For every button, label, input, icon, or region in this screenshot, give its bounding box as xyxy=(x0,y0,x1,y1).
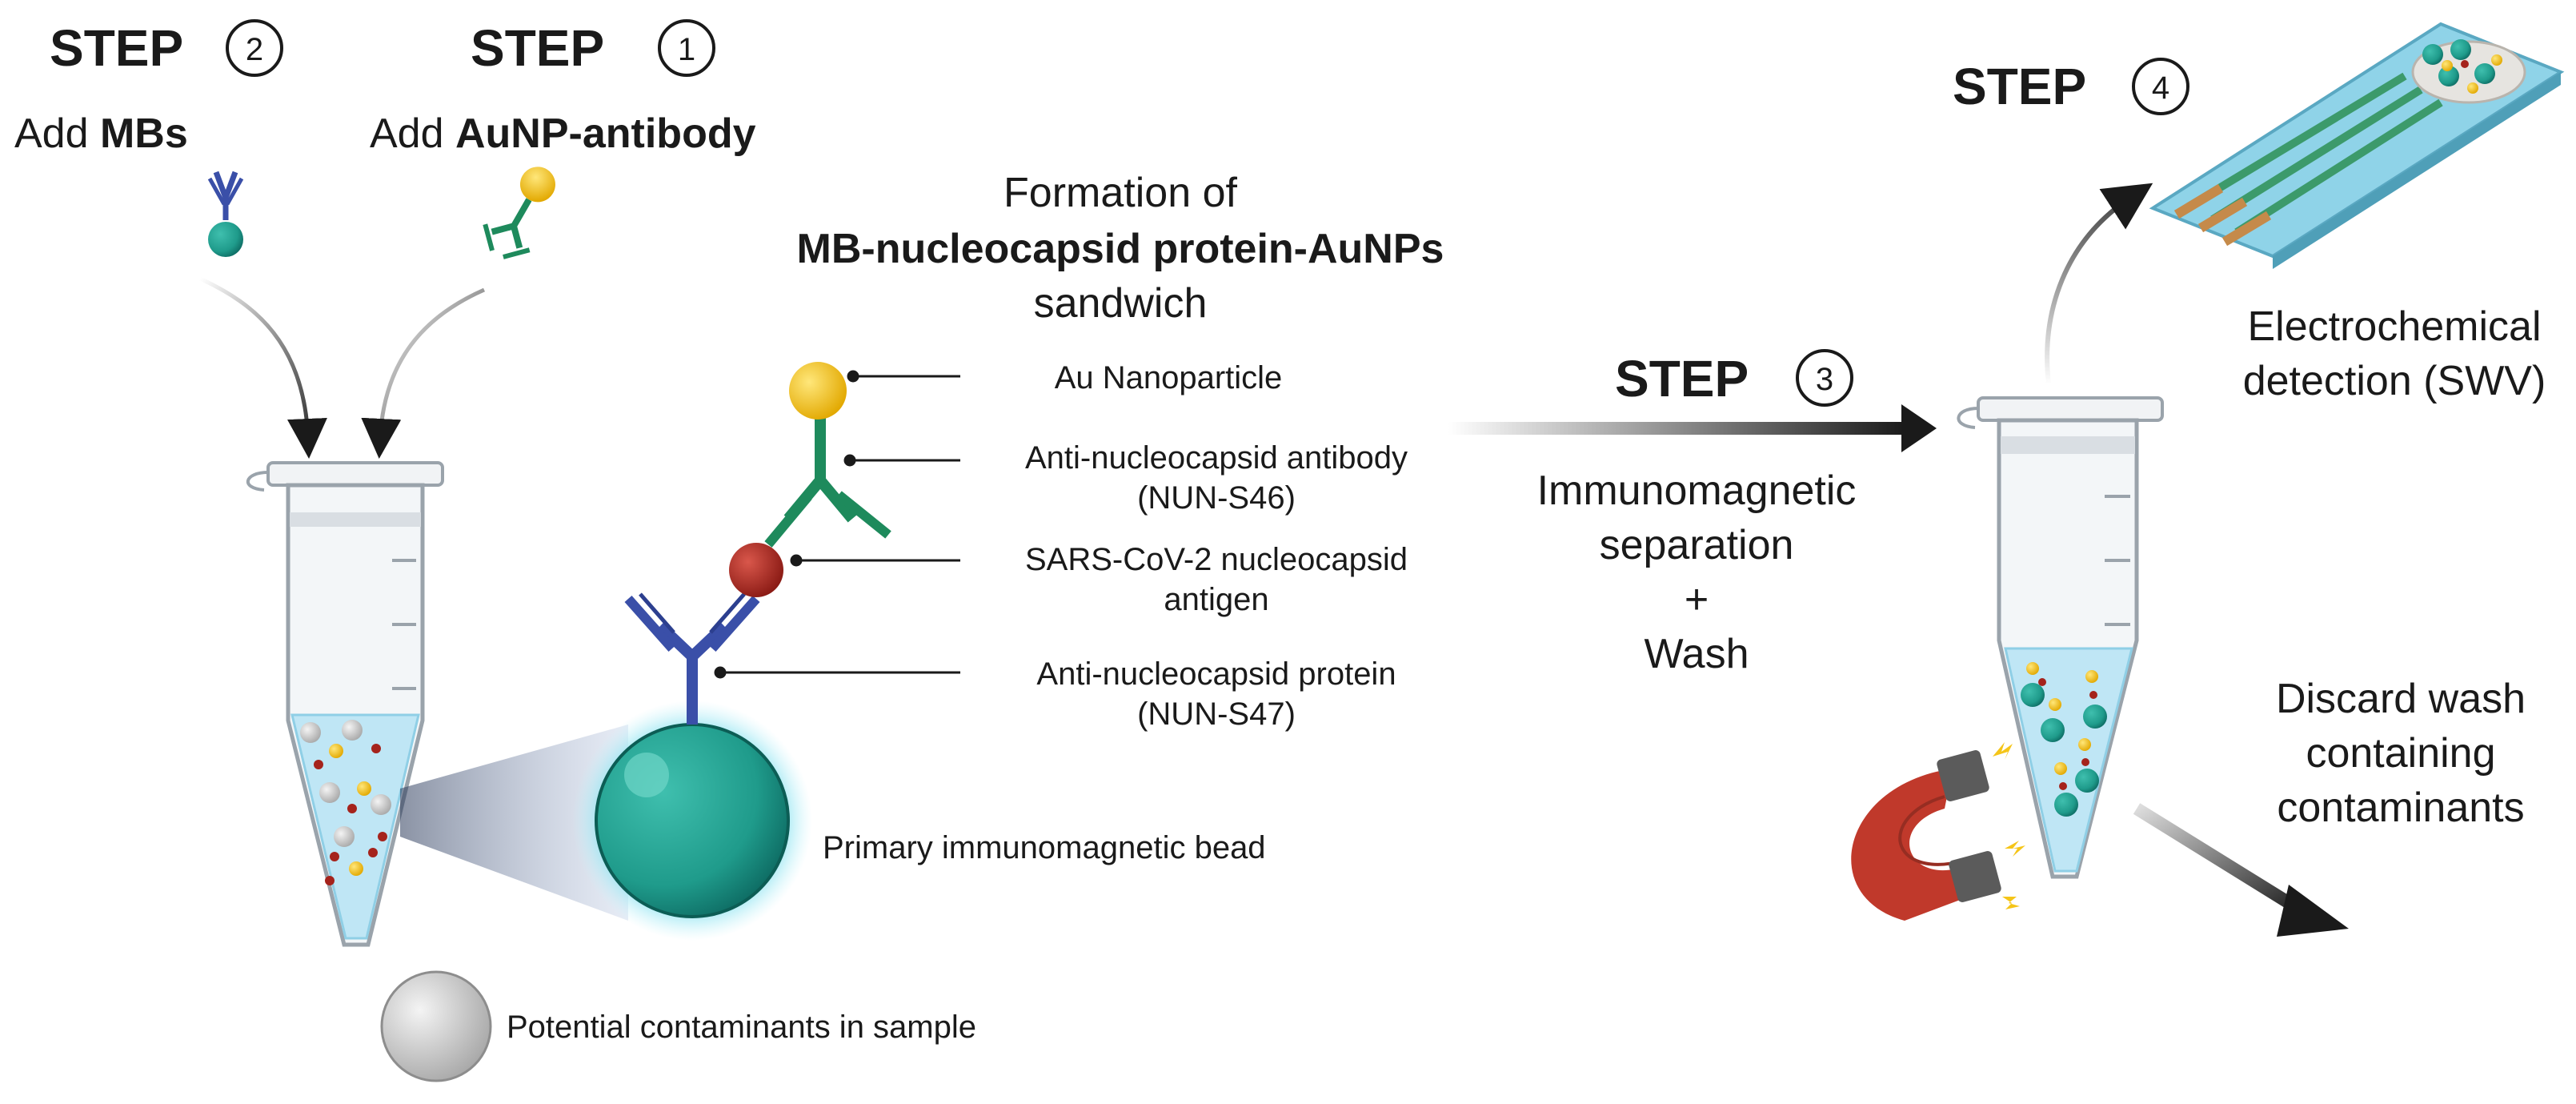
separation-line-4: Wash xyxy=(1645,631,1749,677)
step-1-header: STEP 1 xyxy=(471,19,715,77)
aunp-antibody-icon xyxy=(483,167,555,259)
step-1-prefix: Add xyxy=(370,110,455,157)
detection-line-1: Electrochemical xyxy=(2247,303,2541,350)
detection-text: Electrochemical detection (SWV) xyxy=(2243,303,2546,404)
tube-particles xyxy=(300,720,391,885)
discard-arrow xyxy=(2133,803,2349,937)
step-3-number: 3 xyxy=(1816,362,1833,397)
step-1-word: STEP xyxy=(471,19,604,77)
zoom-cone xyxy=(400,725,628,921)
step-3-arrow xyxy=(1448,404,1937,452)
label-anti-antibody-1: Anti-nucleocapsid antibody xyxy=(1025,440,1408,476)
step-2-bold: MBs xyxy=(100,110,188,157)
discard-text: Discard wash containing contaminants xyxy=(2276,676,2526,831)
label-antigen-2: antigen xyxy=(1164,582,1268,617)
step-3-header: STEP 3 xyxy=(1615,349,1853,407)
mb-icon xyxy=(207,171,244,257)
discard-line-1: Discard wash xyxy=(2276,676,2526,722)
step-1-badge xyxy=(658,19,715,77)
step-3-badge xyxy=(1796,349,1853,407)
separation-line-2: separation xyxy=(1600,522,1794,568)
magnet-icon xyxy=(1851,742,2025,921)
formation-line-1: Formation of xyxy=(1004,170,1237,216)
discard-line-3: contaminants xyxy=(2277,785,2524,831)
electrode-strip xyxy=(2149,22,2565,269)
formation-line-2: MB-nucleocapsid protein-AuNPs xyxy=(797,226,1444,272)
step-4-word: STEP xyxy=(1953,58,2086,115)
separation-line-3: + xyxy=(1685,576,1709,623)
contaminant-icon xyxy=(380,970,492,1082)
captured-beads xyxy=(2021,662,2107,817)
step-2-word: STEP xyxy=(50,19,183,77)
step-2-header: STEP 2 xyxy=(50,19,283,77)
discard-line-2: containing xyxy=(2306,730,2495,777)
separation-tube xyxy=(1957,396,2164,879)
bead-highlight xyxy=(624,753,669,797)
formation-title: Formation of MB-nucleocapsid protein-AuN… xyxy=(797,170,1444,327)
step-2-instruction: Add MBs xyxy=(14,110,188,157)
step-4-number: 4 xyxy=(2152,70,2169,106)
sample-tube xyxy=(246,461,444,947)
separation-line-1: Immunomagnetic xyxy=(1537,468,1857,514)
step-1-number: 1 xyxy=(678,32,695,67)
immunomagnetic-bead xyxy=(595,723,790,918)
step-2-badge xyxy=(226,19,283,77)
step-4-header: STEP 4 xyxy=(1953,58,2189,115)
label-au-nanoparticle: Au Nanoparticle xyxy=(1055,360,1283,395)
detection-line-2: detection (SWV) xyxy=(2243,358,2546,404)
aunp-arrow xyxy=(361,287,486,459)
step-1-bold: AuNP-antibody xyxy=(455,110,756,157)
step-2-prefix: Add xyxy=(14,110,100,157)
anti-nucleocapsid-protein-icon xyxy=(624,592,760,725)
label-contaminants: Potential contaminants in sample xyxy=(507,1010,976,1045)
mb-arrow xyxy=(198,276,327,459)
step-4-badge xyxy=(2132,58,2189,115)
label-anti-protein-1: Anti-nucleocapsid protein xyxy=(1036,656,1396,692)
label-bead: Primary immunomagnetic bead xyxy=(823,830,1266,865)
anti-nucleocapsid-antibody-icon xyxy=(764,415,891,548)
formation-line-3: sandwich xyxy=(1034,280,1208,327)
leader-lines xyxy=(714,370,960,679)
label-anti-antibody-2: (NUN-S46) xyxy=(1137,480,1296,516)
component-labels: Au Nanoparticle Anti-nucleocapsid antibo… xyxy=(1025,360,1408,732)
label-anti-protein-2: (NUN-S47) xyxy=(1137,697,1296,732)
label-antigen-1: SARS-CoV-2 nucleocapsid xyxy=(1025,542,1408,577)
step-1-instruction: Add AuNP-antibody xyxy=(370,110,756,157)
au-nanoparticle-icon xyxy=(789,362,847,420)
separation-text: Immunomagnetic separation + Wash xyxy=(1537,468,1857,677)
detection-arrow xyxy=(2045,183,2153,385)
nucleocapsid-antigen-icon xyxy=(729,543,783,597)
step-3-word: STEP xyxy=(1615,350,1749,407)
step-2-number: 2 xyxy=(246,32,263,67)
